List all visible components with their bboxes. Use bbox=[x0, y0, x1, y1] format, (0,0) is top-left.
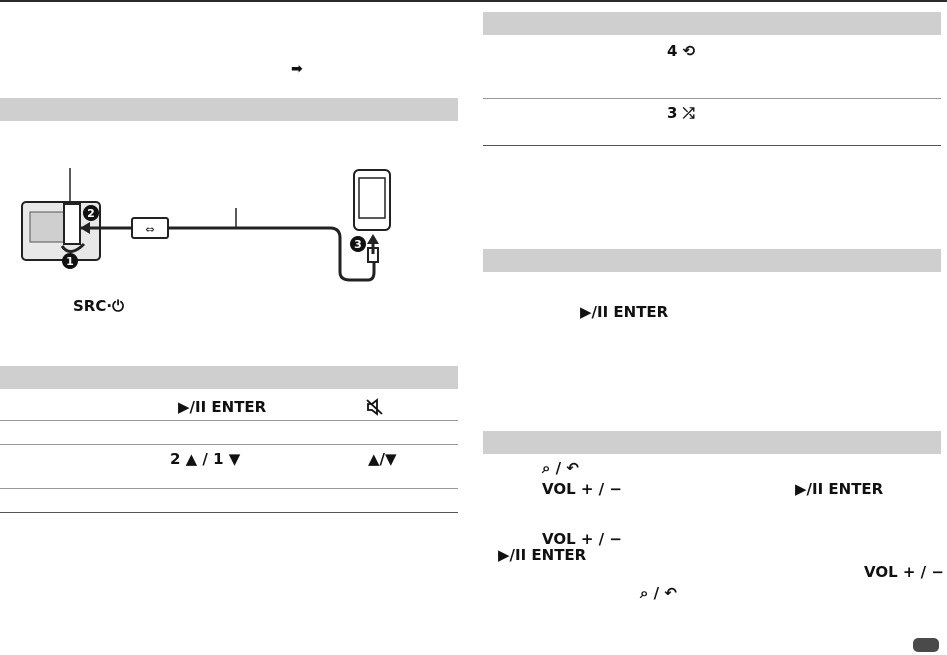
up-down-arrow-key: ▲/▼ bbox=[368, 450, 397, 468]
play-pause-enter-key: ▶/II ENTER bbox=[498, 546, 587, 564]
section-header-bar-playback bbox=[0, 366, 458, 389]
section-header-bar-connect bbox=[0, 98, 458, 121]
right-arrow-icon: ➡ bbox=[291, 61, 303, 77]
table-rule bbox=[0, 420, 458, 421]
search-back-key: ⌕ / ↶ bbox=[640, 584, 677, 602]
step-badge-1-label: 1 bbox=[66, 255, 74, 268]
table-rule bbox=[0, 488, 458, 489]
search-back-key: ⌕ / ↶ bbox=[542, 459, 579, 477]
step-badge-2: 2 bbox=[83, 205, 99, 221]
repeat-key: 4 ⟲ bbox=[667, 42, 695, 60]
shuffle-icon: ⤮ bbox=[682, 104, 695, 122]
table-rule bbox=[0, 444, 458, 445]
car-stereo-unit bbox=[21, 168, 101, 261]
shuffle-key-number: 3 bbox=[667, 104, 678, 122]
step-badge-1: 1 bbox=[62, 253, 78, 269]
step-badge-3: 3 bbox=[350, 236, 366, 252]
connection-diagram: ⇔ 1 2 3 bbox=[21, 168, 391, 282]
section-header-bar-repeat bbox=[483, 12, 941, 35]
volume-key: VOL + / − bbox=[864, 563, 944, 581]
step-badge-3-label: 3 bbox=[354, 238, 362, 251]
page-tab-badge bbox=[913, 638, 939, 652]
play-pause-enter-key: ▶/II ENTER bbox=[580, 303, 669, 321]
power-icon: ·⏻ bbox=[106, 297, 124, 315]
section-header-bar-select bbox=[483, 249, 941, 272]
repeat-key-number: 4 bbox=[667, 42, 678, 60]
volume-key: VOL + / − bbox=[542, 530, 622, 548]
src-power-key: SRC·⏻ bbox=[73, 297, 124, 315]
step-badge-2-label: 2 bbox=[87, 207, 95, 220]
top-rule bbox=[0, 0, 947, 2]
usb-cable: ⇔ bbox=[80, 208, 379, 282]
folder-up-down-key: 2 ▲ / 1 ▼ bbox=[170, 450, 241, 468]
src-key-label: SRC bbox=[73, 297, 107, 315]
section-header-bar-search bbox=[483, 431, 941, 454]
table-rule bbox=[483, 145, 941, 146]
mute-icon bbox=[366, 398, 384, 420]
play-pause-enter-key: ▶/II ENTER bbox=[795, 480, 884, 498]
table-rule bbox=[483, 98, 941, 99]
volume-key: VOL + / − bbox=[542, 480, 622, 498]
table-rule bbox=[0, 512, 458, 513]
repeat-icon: ⟲ bbox=[682, 42, 696, 60]
play-pause-enter-key: ▶/II ENTER bbox=[178, 398, 267, 416]
shuffle-key: 3 ⤮ bbox=[667, 104, 695, 122]
svg-text:⇔: ⇔ bbox=[145, 223, 154, 236]
smartphone bbox=[353, 169, 391, 254]
